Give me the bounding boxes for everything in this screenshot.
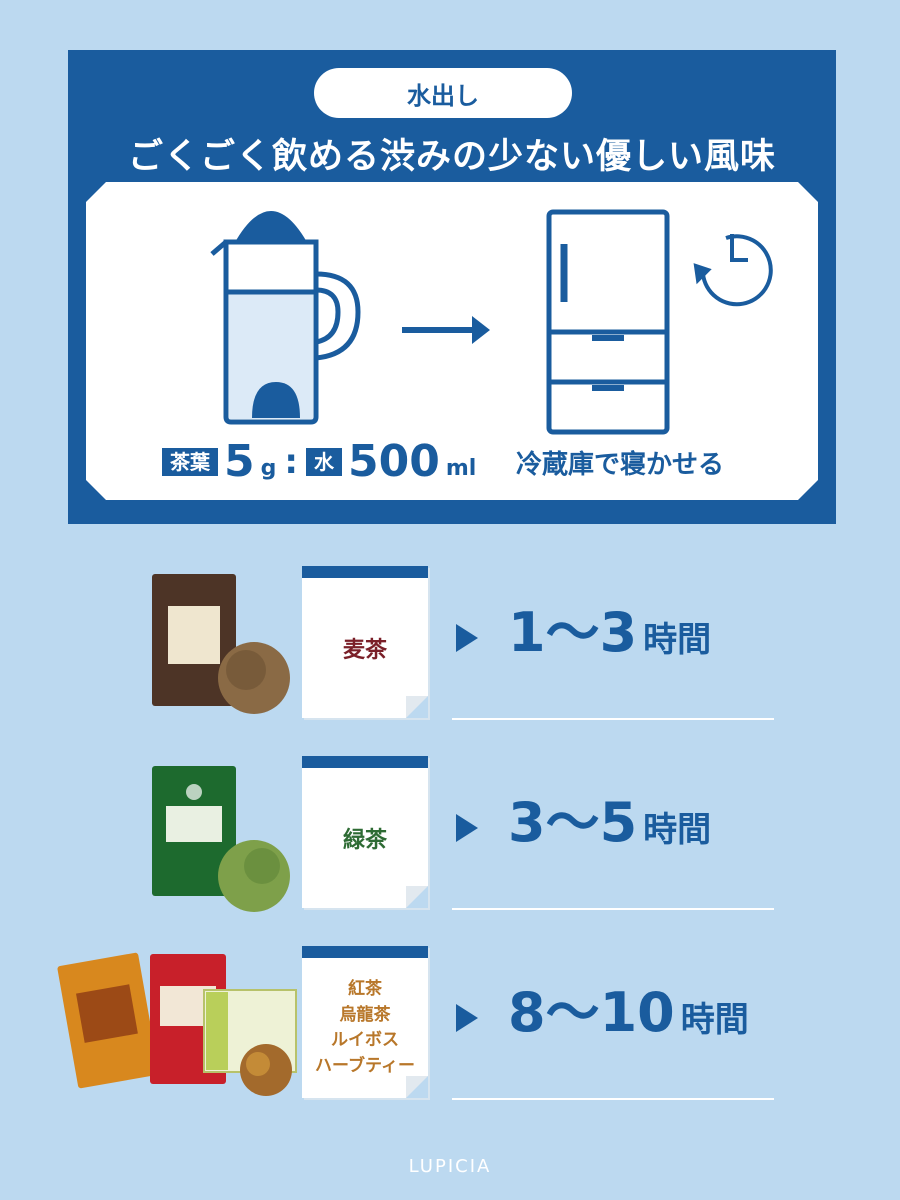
- steep-range: 1〜3: [508, 601, 638, 664]
- tea-card: 紅茶 烏龍茶 ルイボス ハーブティー: [302, 946, 428, 1098]
- barley-tea-package-image: [152, 574, 290, 714]
- steep-row-black-oolong-rooibos-herbal: 紅茶 烏龍茶 ルイボス ハーブティー 8〜10 時間: [0, 946, 900, 1136]
- refrigerator-icon: [549, 212, 667, 432]
- steep-unit: 時間: [680, 1000, 749, 1040]
- pitcher-icon: [212, 242, 358, 422]
- steep-time: 3〜5 時間: [508, 796, 711, 851]
- steep-time: 1〜3 時間: [508, 606, 711, 661]
- fridge-caption: 冷蔵庫で寝かせる: [516, 450, 725, 480]
- instruction-card: 茶葉 5 g : 水 500 ml 冷蔵庫で寝かせる: [86, 182, 818, 500]
- play-arrow-icon: [456, 814, 478, 842]
- play-arrow-icon: [456, 624, 478, 652]
- ratio-row: 茶葉 5 g : 水 500 ml: [162, 434, 476, 490]
- divider: [452, 908, 774, 910]
- play-arrow-icon: [456, 1004, 478, 1032]
- tea-card: 緑茶: [302, 756, 428, 908]
- ratio-separator: :: [284, 442, 298, 482]
- card-band: [302, 946, 428, 958]
- steep-unit: 時間: [643, 810, 712, 850]
- leaf-unit: g: [260, 455, 277, 481]
- card-fold: [406, 696, 428, 718]
- green-tea-package-image: [152, 766, 290, 912]
- steep-unit: 時間: [643, 620, 712, 660]
- card-fold: [406, 886, 428, 908]
- steep-range: 8〜10: [508, 981, 675, 1044]
- tea-name: 緑茶: [342, 828, 387, 853]
- clock-icon: [696, 234, 771, 304]
- assorted-tea-packages-image: [57, 952, 297, 1096]
- water-brew-panel: 水出し ごくごく飲める渋みの少ない優しい風味: [68, 50, 836, 524]
- tea-name: 麦茶: [342, 638, 387, 663]
- method-pill: 水出し: [314, 68, 572, 118]
- tea-card: 麦茶: [302, 566, 428, 718]
- water-tag: 水: [306, 448, 342, 476]
- divider: [452, 718, 774, 720]
- tea-leaves-icon: [252, 382, 300, 418]
- card-band: [302, 756, 428, 768]
- tea-name: 紅茶 烏龍茶 ルイボス ハーブティー: [315, 979, 415, 1076]
- steep-range: 3〜5: [508, 791, 638, 854]
- card-band: [302, 566, 428, 578]
- water-unit: ml: [445, 455, 477, 481]
- leaf-amount: 5: [224, 436, 255, 487]
- steep-row-green: 緑茶 3〜5 時間: [0, 756, 900, 946]
- pitcher-lid-icon: [234, 211, 308, 244]
- card-fold: [406, 1076, 428, 1098]
- steep-time: 8〜10 時間: [508, 986, 749, 1041]
- leaf-tag: 茶葉: [162, 448, 218, 476]
- brand-logo: LUPICIA: [408, 1156, 492, 1177]
- divider: [452, 1098, 774, 1100]
- arrow-right-icon: [402, 316, 490, 344]
- steep-row-barley: 麦茶 1〜3 時間: [0, 566, 900, 756]
- headline: ごくごく飲める渋みの少ない優しい風味: [127, 137, 776, 177]
- water-amount: 500: [347, 436, 440, 487]
